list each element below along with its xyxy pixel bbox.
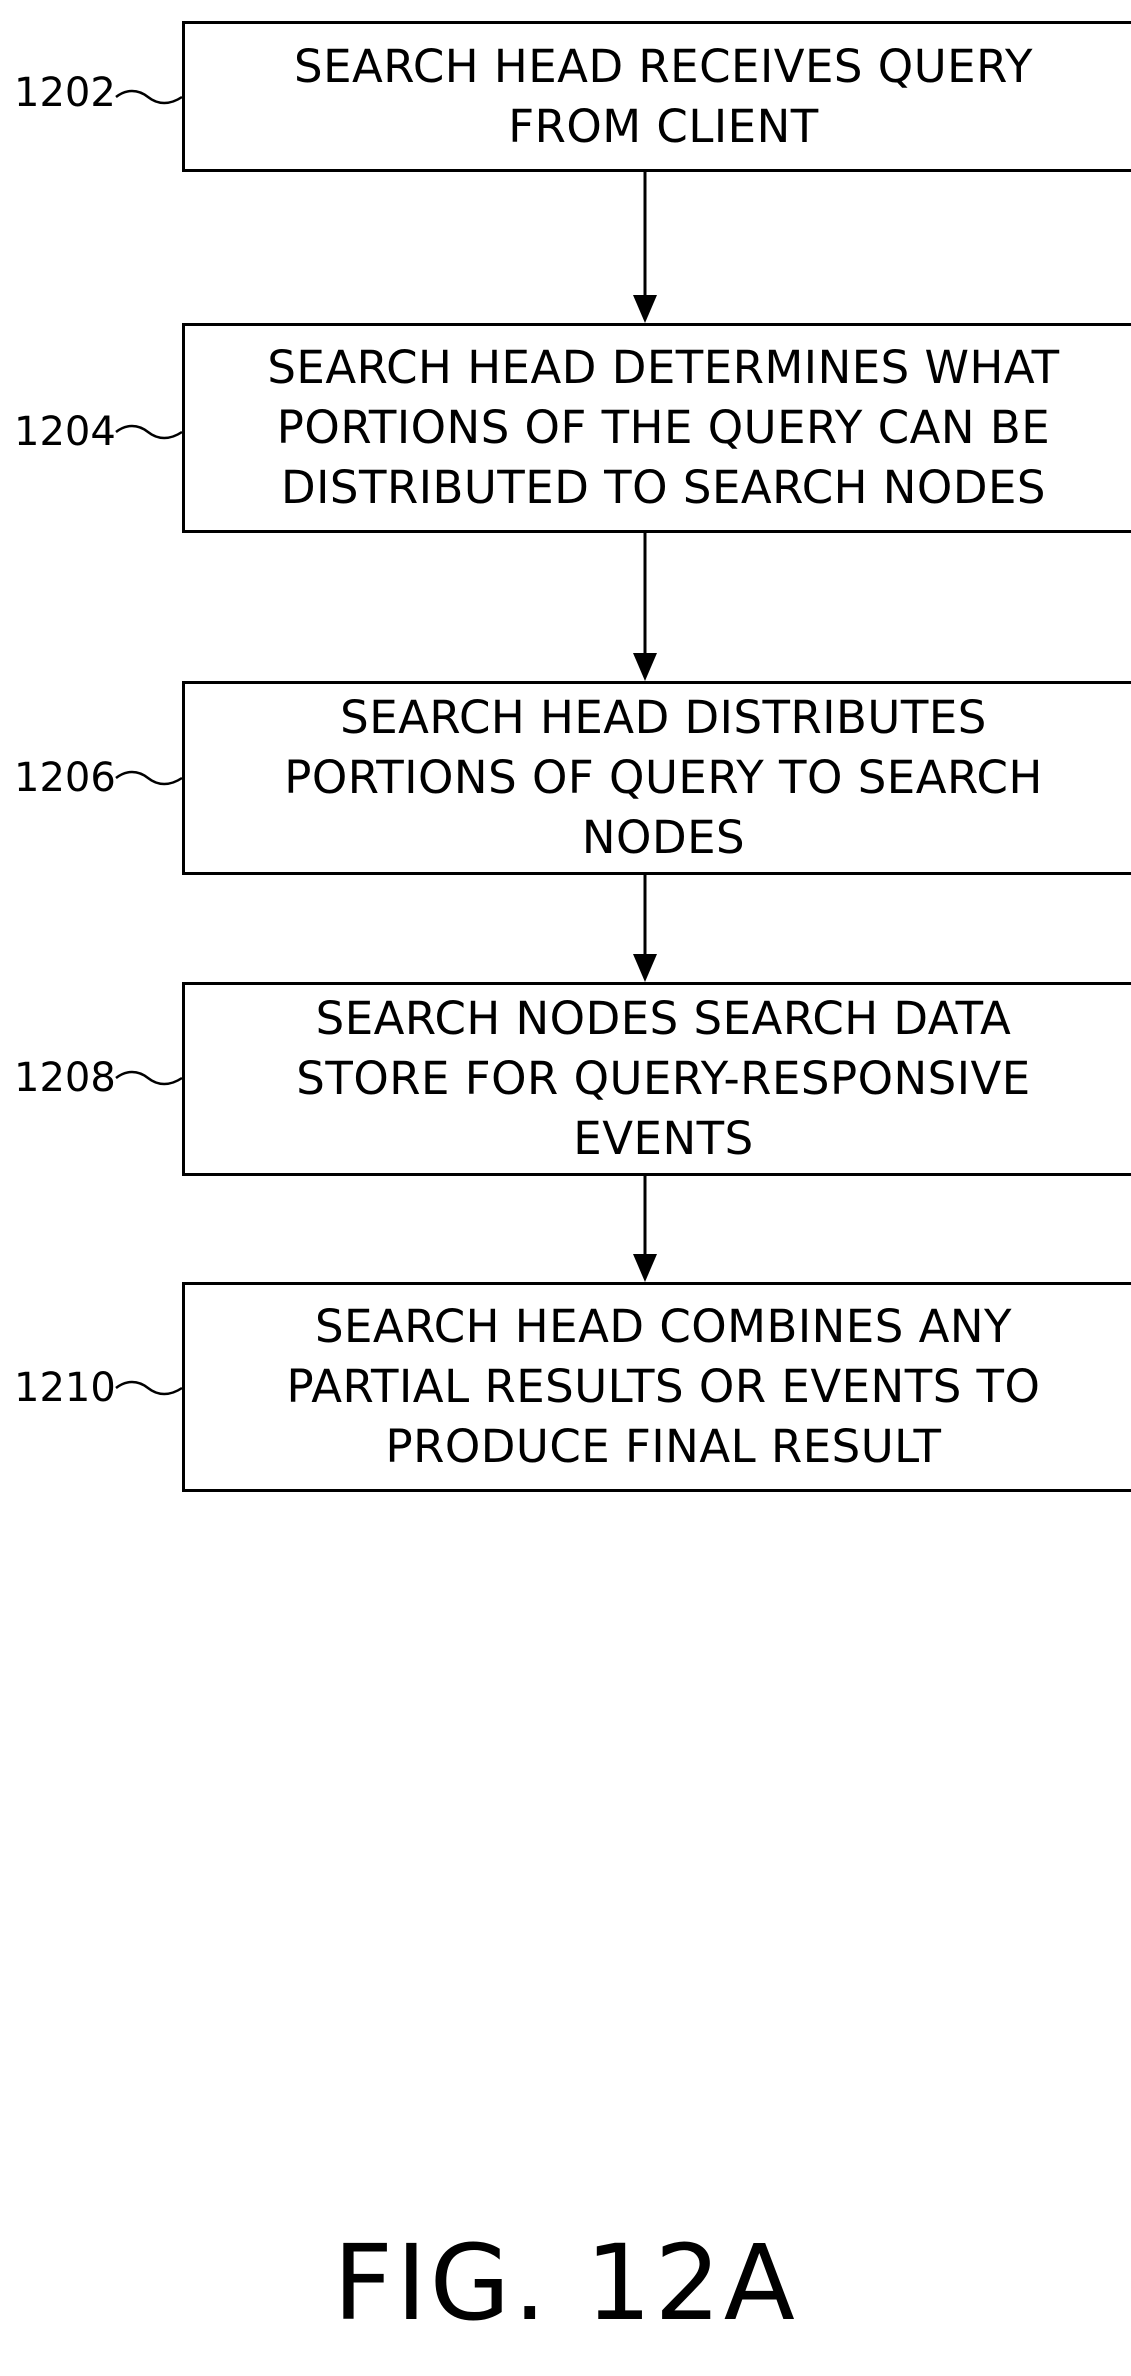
figure-caption: FIG. 12A <box>0 2228 1131 2338</box>
flow-arrow-head-2 <box>633 653 657 681</box>
step-1206-ref: 1206 <box>14 758 116 798</box>
step-1208-ref: 1208 <box>14 1058 116 1098</box>
step-1208-box: SEARCH NODES SEARCH DATA STORE FOR QUERY… <box>182 982 1131 1176</box>
step-1210-text: SEARCH HEAD COMBINES ANY PARTIAL RESULTS… <box>287 1297 1041 1477</box>
step-1204-ref: 1204 <box>14 412 116 452</box>
step-1210-box: SEARCH HEAD COMBINES ANY PARTIAL RESULTS… <box>182 1282 1131 1492</box>
step-1204-text: SEARCH HEAD DETERMINES WHAT PORTIONS OF … <box>267 338 1059 518</box>
flow-arrow-head-4 <box>633 1254 657 1282</box>
ref-leader-4 <box>116 1072 182 1084</box>
flow-arrow-head-1 <box>633 295 657 323</box>
step-1206-box: SEARCH HEAD DISTRIBUTES PORTIONS OF QUER… <box>182 681 1131 875</box>
ref-leader-3 <box>116 772 182 784</box>
ref-leader-1 <box>116 91 182 103</box>
flow-arrow-head-3 <box>633 954 657 982</box>
step-1202-ref: 1202 <box>14 73 116 113</box>
step-1208-text: SEARCH NODES SEARCH DATA STORE FOR QUERY… <box>296 989 1030 1169</box>
step-1206-text: SEARCH HEAD DISTRIBUTES PORTIONS OF QUER… <box>284 688 1043 868</box>
ref-leader-5 <box>116 1382 182 1394</box>
ref-leader-2 <box>116 426 182 438</box>
step-1202-text: SEARCH HEAD RECEIVES QUERY FROM CLIENT <box>294 37 1033 157</box>
step-1210-ref: 1210 <box>14 1368 116 1408</box>
step-1202-box: SEARCH HEAD RECEIVES QUERY FROM CLIENT <box>182 21 1131 172</box>
step-1204-box: SEARCH HEAD DETERMINES WHAT PORTIONS OF … <box>182 323 1131 533</box>
